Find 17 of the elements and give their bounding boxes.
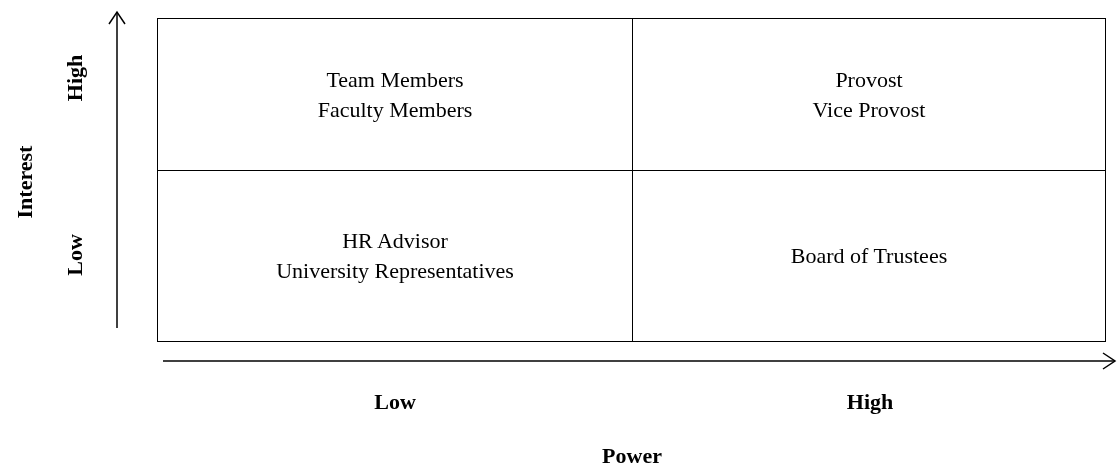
stakeholder-name: University Representatives: [276, 257, 514, 285]
stakeholder-name: HR Advisor: [342, 227, 448, 255]
stakeholder-name: Faculty Members: [317, 95, 473, 124]
axis-title: Interest: [12, 145, 38, 219]
stakeholder-name: Vice Provost: [812, 95, 926, 124]
matrix-quadrant: [157, 18, 633, 171]
axis-level-label: Low: [62, 234, 88, 276]
axis-level-label: Low: [374, 389, 416, 415]
stakeholder-name: Team Members: [326, 65, 464, 94]
axis-title: Power: [602, 443, 662, 469]
matrix-quadrant: [632, 170, 1106, 342]
stakeholder-name: Provost: [835, 65, 903, 94]
axis-level-label: High: [62, 54, 88, 102]
stakeholder-name: Board of Trustees: [790, 242, 948, 270]
matrix-quadrant: [157, 170, 633, 342]
matrix-quadrant: [632, 18, 1106, 171]
axis-level-label: High: [846, 389, 894, 415]
